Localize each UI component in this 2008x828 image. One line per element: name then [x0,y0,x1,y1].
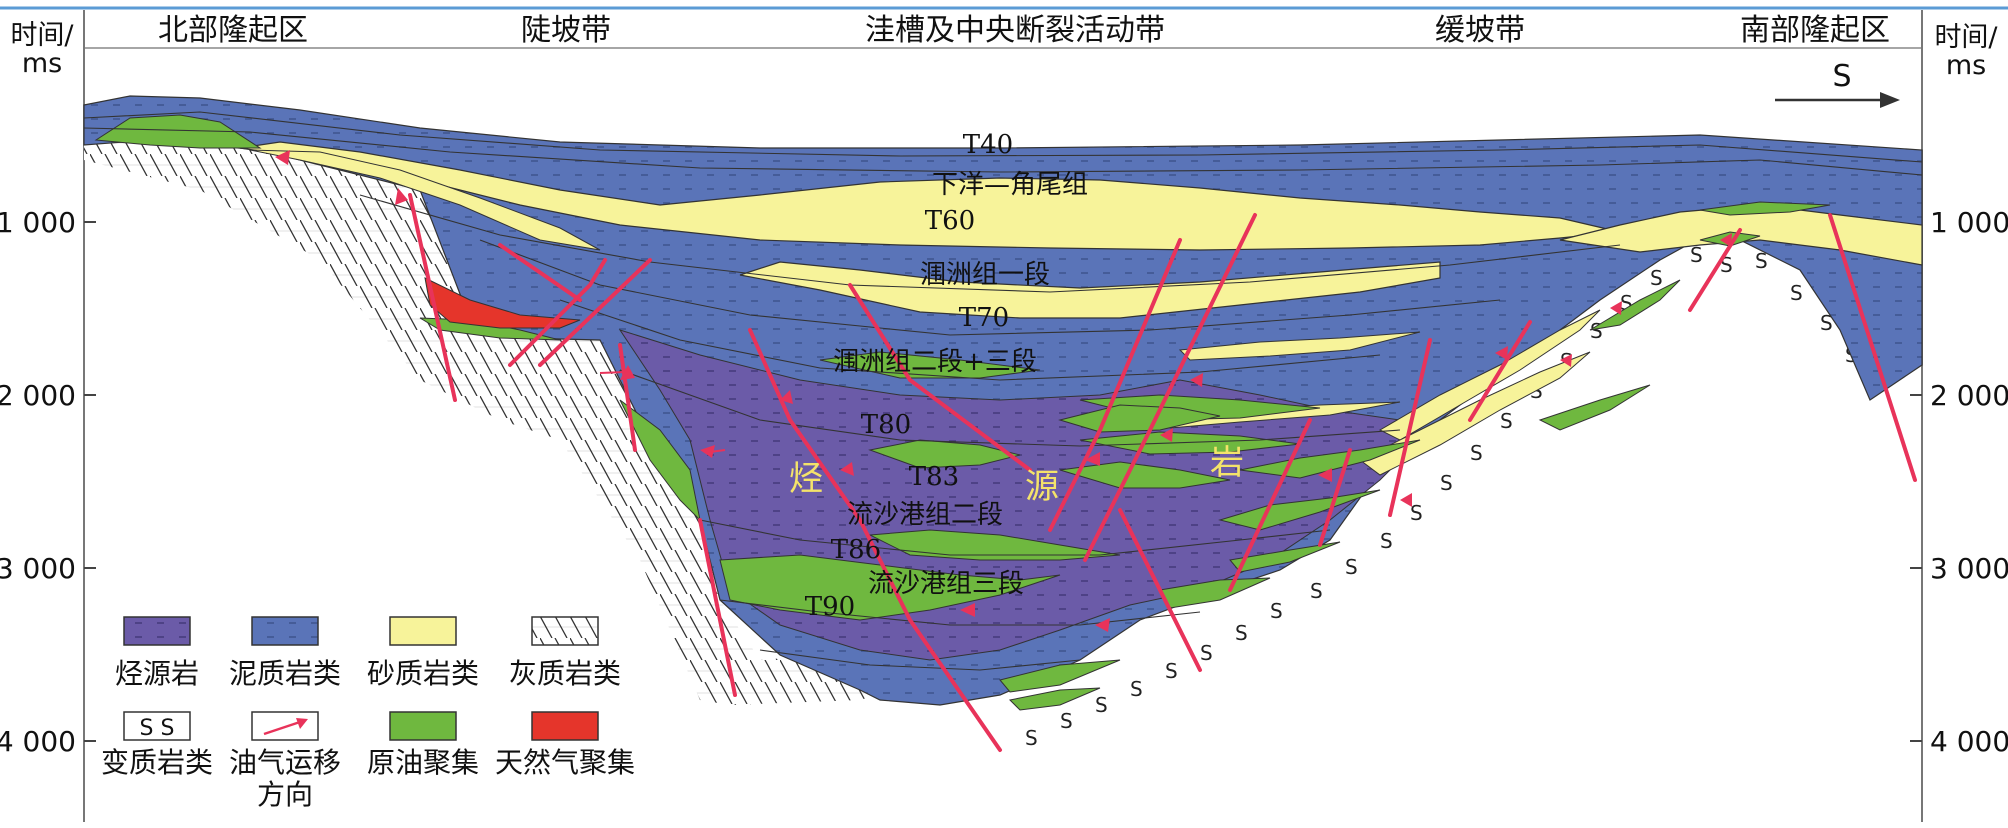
legend-migration-arrowhead [296,718,308,729]
horizon-t90: T90 [805,592,855,622]
legend-swatch-limestone [531,616,599,646]
direction-label: S [1832,59,1851,94]
legend-swatch-source-rock [123,616,191,646]
sandstone-north-lens [249,149,601,251]
svg-text:S: S [1470,441,1483,465]
left-tick-label: 1 000 [0,206,76,239]
legend-swatch-oil [389,711,457,741]
source-rock-char-3: 岩 [1210,443,1244,483]
right-tick-label: 1 000 [1930,206,2008,239]
svg-text:S: S [1410,501,1423,525]
svg-text:S: S [1820,311,1833,335]
carbonate-basement [84,140,1000,705]
svg-text:S: S [1500,409,1513,433]
legend-label-limestone: 灰质岩类 [509,657,621,690]
right-axis-unit-line1: 时间/ [1934,22,1998,53]
zone-center: 洼槽及中央断裂活动带 [865,13,1165,48]
zone-north: 北部隆起区 [158,13,308,48]
svg-text:S: S [1440,471,1453,495]
legend-label-oil: 原油聚集 [367,746,479,779]
legend-swatch-gas [531,711,599,741]
svg-text:S: S [1380,529,1393,553]
legend-swatch-sandstone [389,616,457,646]
legend-label-gas: 天然气聚集 [495,746,635,779]
zone-slope: 陡坡带 [521,13,611,48]
legend-swatch-mudstone [251,616,319,646]
right-tick-label: 2 000 [1930,379,2008,412]
legend-label-mudstone: 泥质岩类 [229,657,341,690]
legend-metamorphic-symbol: S S [140,716,175,741]
svg-text:S: S [1130,677,1143,701]
legend: 烃源岩 泥质岩类 砂质岩类 灰质岩类 S S 变质岩类 油气运移 方向 原油聚集… [101,616,635,811]
horizon-t86: T86 [831,535,881,565]
left-tick-label: 4 000 [0,725,76,758]
svg-text:S: S [1345,555,1358,579]
legend-label-source-rock: 烃源岩 [115,657,199,690]
svg-text:S: S [1025,726,1038,750]
horizon-t60: T60 [925,206,975,236]
sandstone-weizhou1 [239,141,1621,251]
formation-weizhou1: 涠洲组一段 [920,260,1050,290]
legend-label-migration-line1: 油气运移 [229,746,341,779]
svg-text:S: S [1200,641,1213,665]
right-axis-unit-line2: ms [1946,50,1986,81]
svg-text:S: S [1095,693,1108,717]
direction-arrowhead [1880,92,1900,108]
svg-text:S: S [1270,599,1283,623]
formation-liusha2: 流沙港组二段 [847,500,1003,530]
left-tick-label: 3 000 [0,552,76,585]
horizon-t70: T70 [959,303,1009,333]
svg-text:S: S [1165,659,1178,683]
formation-weizhou23: 涠洲组二段+三段 [833,347,1037,377]
svg-text:S: S [1690,243,1703,267]
svg-text:S: S [1755,249,1768,273]
zone-gentle: 缓坡带 [1435,13,1525,48]
horizon-t83: T83 [909,462,959,492]
horizon-t40: T40 [963,130,1013,160]
fault-lines [408,193,1917,752]
oil-accumulations [94,114,1831,711]
legend-migration-arrow-line [263,720,301,736]
legend-label-migration-line2: 方向 [257,778,313,811]
svg-text:S: S [1590,319,1603,343]
left-tick-label: 2 000 [0,379,76,412]
right-tick-label: 3 000 [1930,552,2008,585]
svg-text:S: S [1790,281,1803,305]
right-tick-label: 4 000 [1930,725,2008,758]
migration-arrows [275,150,1732,632]
legend-label-sandstone: 砂质岩类 [367,657,479,690]
source-rock-char-2: 源 [1025,467,1059,507]
horizon-t80: T80 [861,410,911,440]
legend-label-metamorphic: 变质岩类 [101,746,213,779]
svg-text:S: S [1235,621,1248,645]
formation-xiayang: 下洋—角尾组 [932,170,1088,200]
svg-text:S: S [1060,709,1073,733]
svg-text:S: S [1310,579,1323,603]
legend-swatch-metamorphic [123,711,191,741]
svg-text:S: S [1650,266,1663,290]
left-axis-unit-line2: ms [22,48,62,79]
left-axis-unit-line1: 时间/ [10,20,74,51]
horizon-lines [83,111,1923,671]
source-rock-char-1: 烃 [789,459,823,499]
zone-south: 南部隆起区 [1740,13,1890,48]
formation-liusha3: 流沙港组三段 [868,569,1024,599]
